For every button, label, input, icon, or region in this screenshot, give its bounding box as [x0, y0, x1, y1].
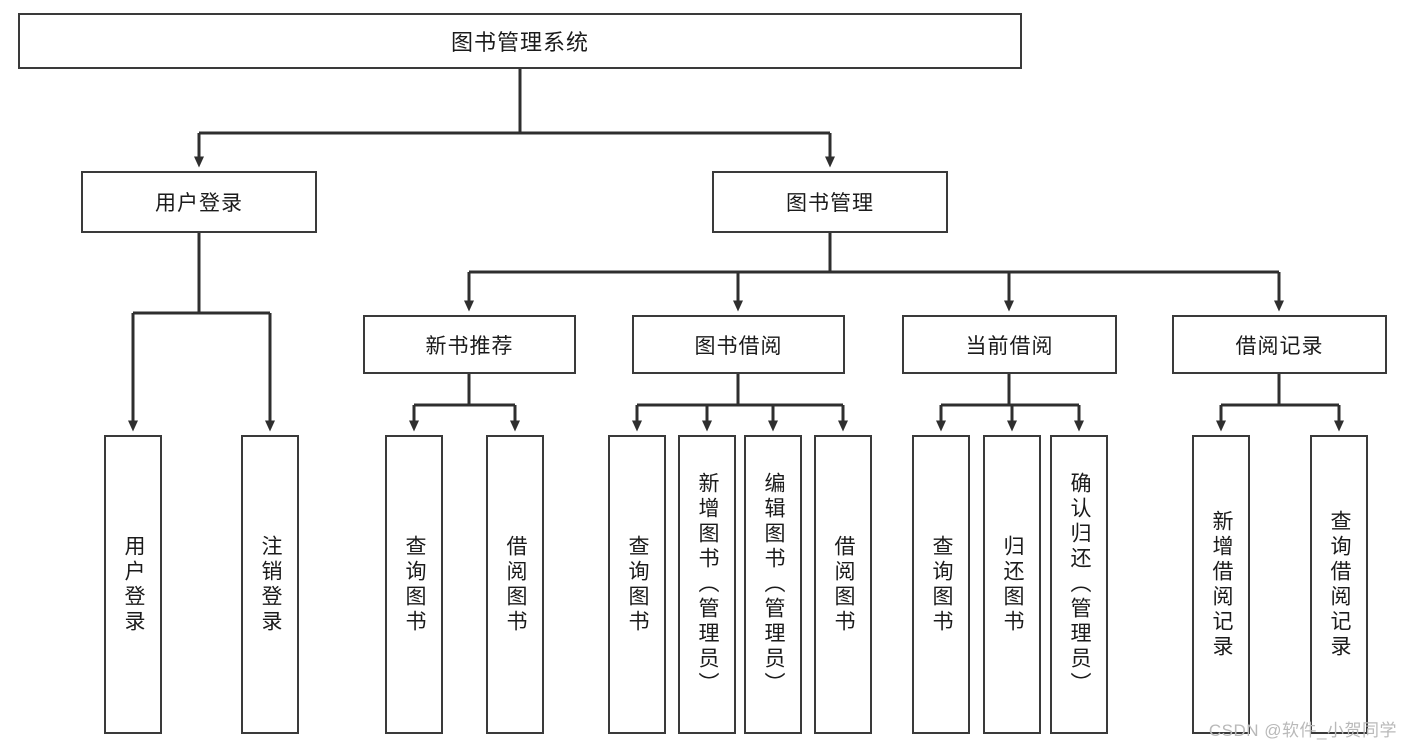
node-root-label: 图书管理系统: [450, 30, 589, 55]
leaf-query-book-1-label: 查询图书: [403, 534, 427, 635]
node-new-book-recommend-label: 新书推荐: [425, 334, 514, 358]
leaf-query-record[interactable]: 查询借阅记录: [1310, 435, 1368, 734]
leaf-user-login[interactable]: 用户登录: [104, 435, 162, 734]
leaf-user-login-label: 用户登录: [122, 534, 146, 635]
node-current-borrow-label: 当前借阅: [965, 334, 1054, 358]
node-user-login-label: 用户登录: [155, 192, 243, 215]
leaf-add-record-label: 新增借阅记录: [1210, 509, 1234, 660]
leaf-borrow-book-1-label: 借阅图书: [504, 534, 528, 635]
leaf-return-book-label: 归还图书: [1001, 534, 1025, 635]
node-new-book-recommend[interactable]: 新书推荐: [363, 315, 576, 374]
leaf-add-record[interactable]: 新增借阅记录: [1192, 435, 1250, 734]
node-root[interactable]: 图书管理系统: [18, 13, 1022, 69]
node-borrow-record[interactable]: 借阅记录: [1172, 315, 1387, 374]
leaf-add-book-label: 新增图书（管理员）: [696, 472, 720, 697]
leaf-confirm-return[interactable]: 确认归还（管理员）: [1050, 435, 1108, 734]
csdn-watermark: CSDN @软件_小贺同学: [1208, 721, 1397, 740]
leaf-query-book-3-label: 查询图书: [930, 534, 954, 635]
leaf-query-book-2[interactable]: 查询图书: [608, 435, 666, 734]
leaf-query-record-label: 查询借阅记录: [1328, 509, 1352, 660]
leaf-borrow-book-2[interactable]: 借阅图书: [814, 435, 872, 734]
connectors: [128, 69, 1344, 432]
leaf-edit-book-label: 编辑图书（管理员）: [762, 472, 786, 697]
leaf-return-book[interactable]: 归还图书: [983, 435, 1041, 734]
node-book-borrow-label: 图书借阅: [694, 334, 783, 358]
node-book-borrow[interactable]: 图书借阅: [632, 315, 845, 374]
node-current-borrow[interactable]: 当前借阅: [902, 315, 1117, 374]
leaf-borrow-book-2-label: 借阅图书: [832, 534, 856, 635]
leaf-confirm-return-label: 确认归还（管理员）: [1068, 472, 1092, 697]
leaf-add-book[interactable]: 新增图书（管理员）: [678, 435, 736, 734]
node-user-login[interactable]: 用户登录: [81, 171, 317, 233]
node-borrow-record-label: 借阅记录: [1235, 334, 1324, 358]
leaf-logout[interactable]: 注销登录: [241, 435, 299, 734]
leaf-edit-book[interactable]: 编辑图书（管理员）: [744, 435, 802, 734]
node-book-manage[interactable]: 图书管理: [712, 171, 948, 233]
leaf-logout-label: 注销登录: [259, 534, 283, 635]
leaf-borrow-book-1[interactable]: 借阅图书: [486, 435, 544, 734]
leaf-query-book-1[interactable]: 查询图书: [385, 435, 443, 734]
leaf-query-book-3[interactable]: 查询图书: [912, 435, 970, 734]
leaf-query-book-2-label: 查询图书: [626, 534, 650, 635]
node-book-manage-label: 图书管理: [786, 192, 874, 215]
